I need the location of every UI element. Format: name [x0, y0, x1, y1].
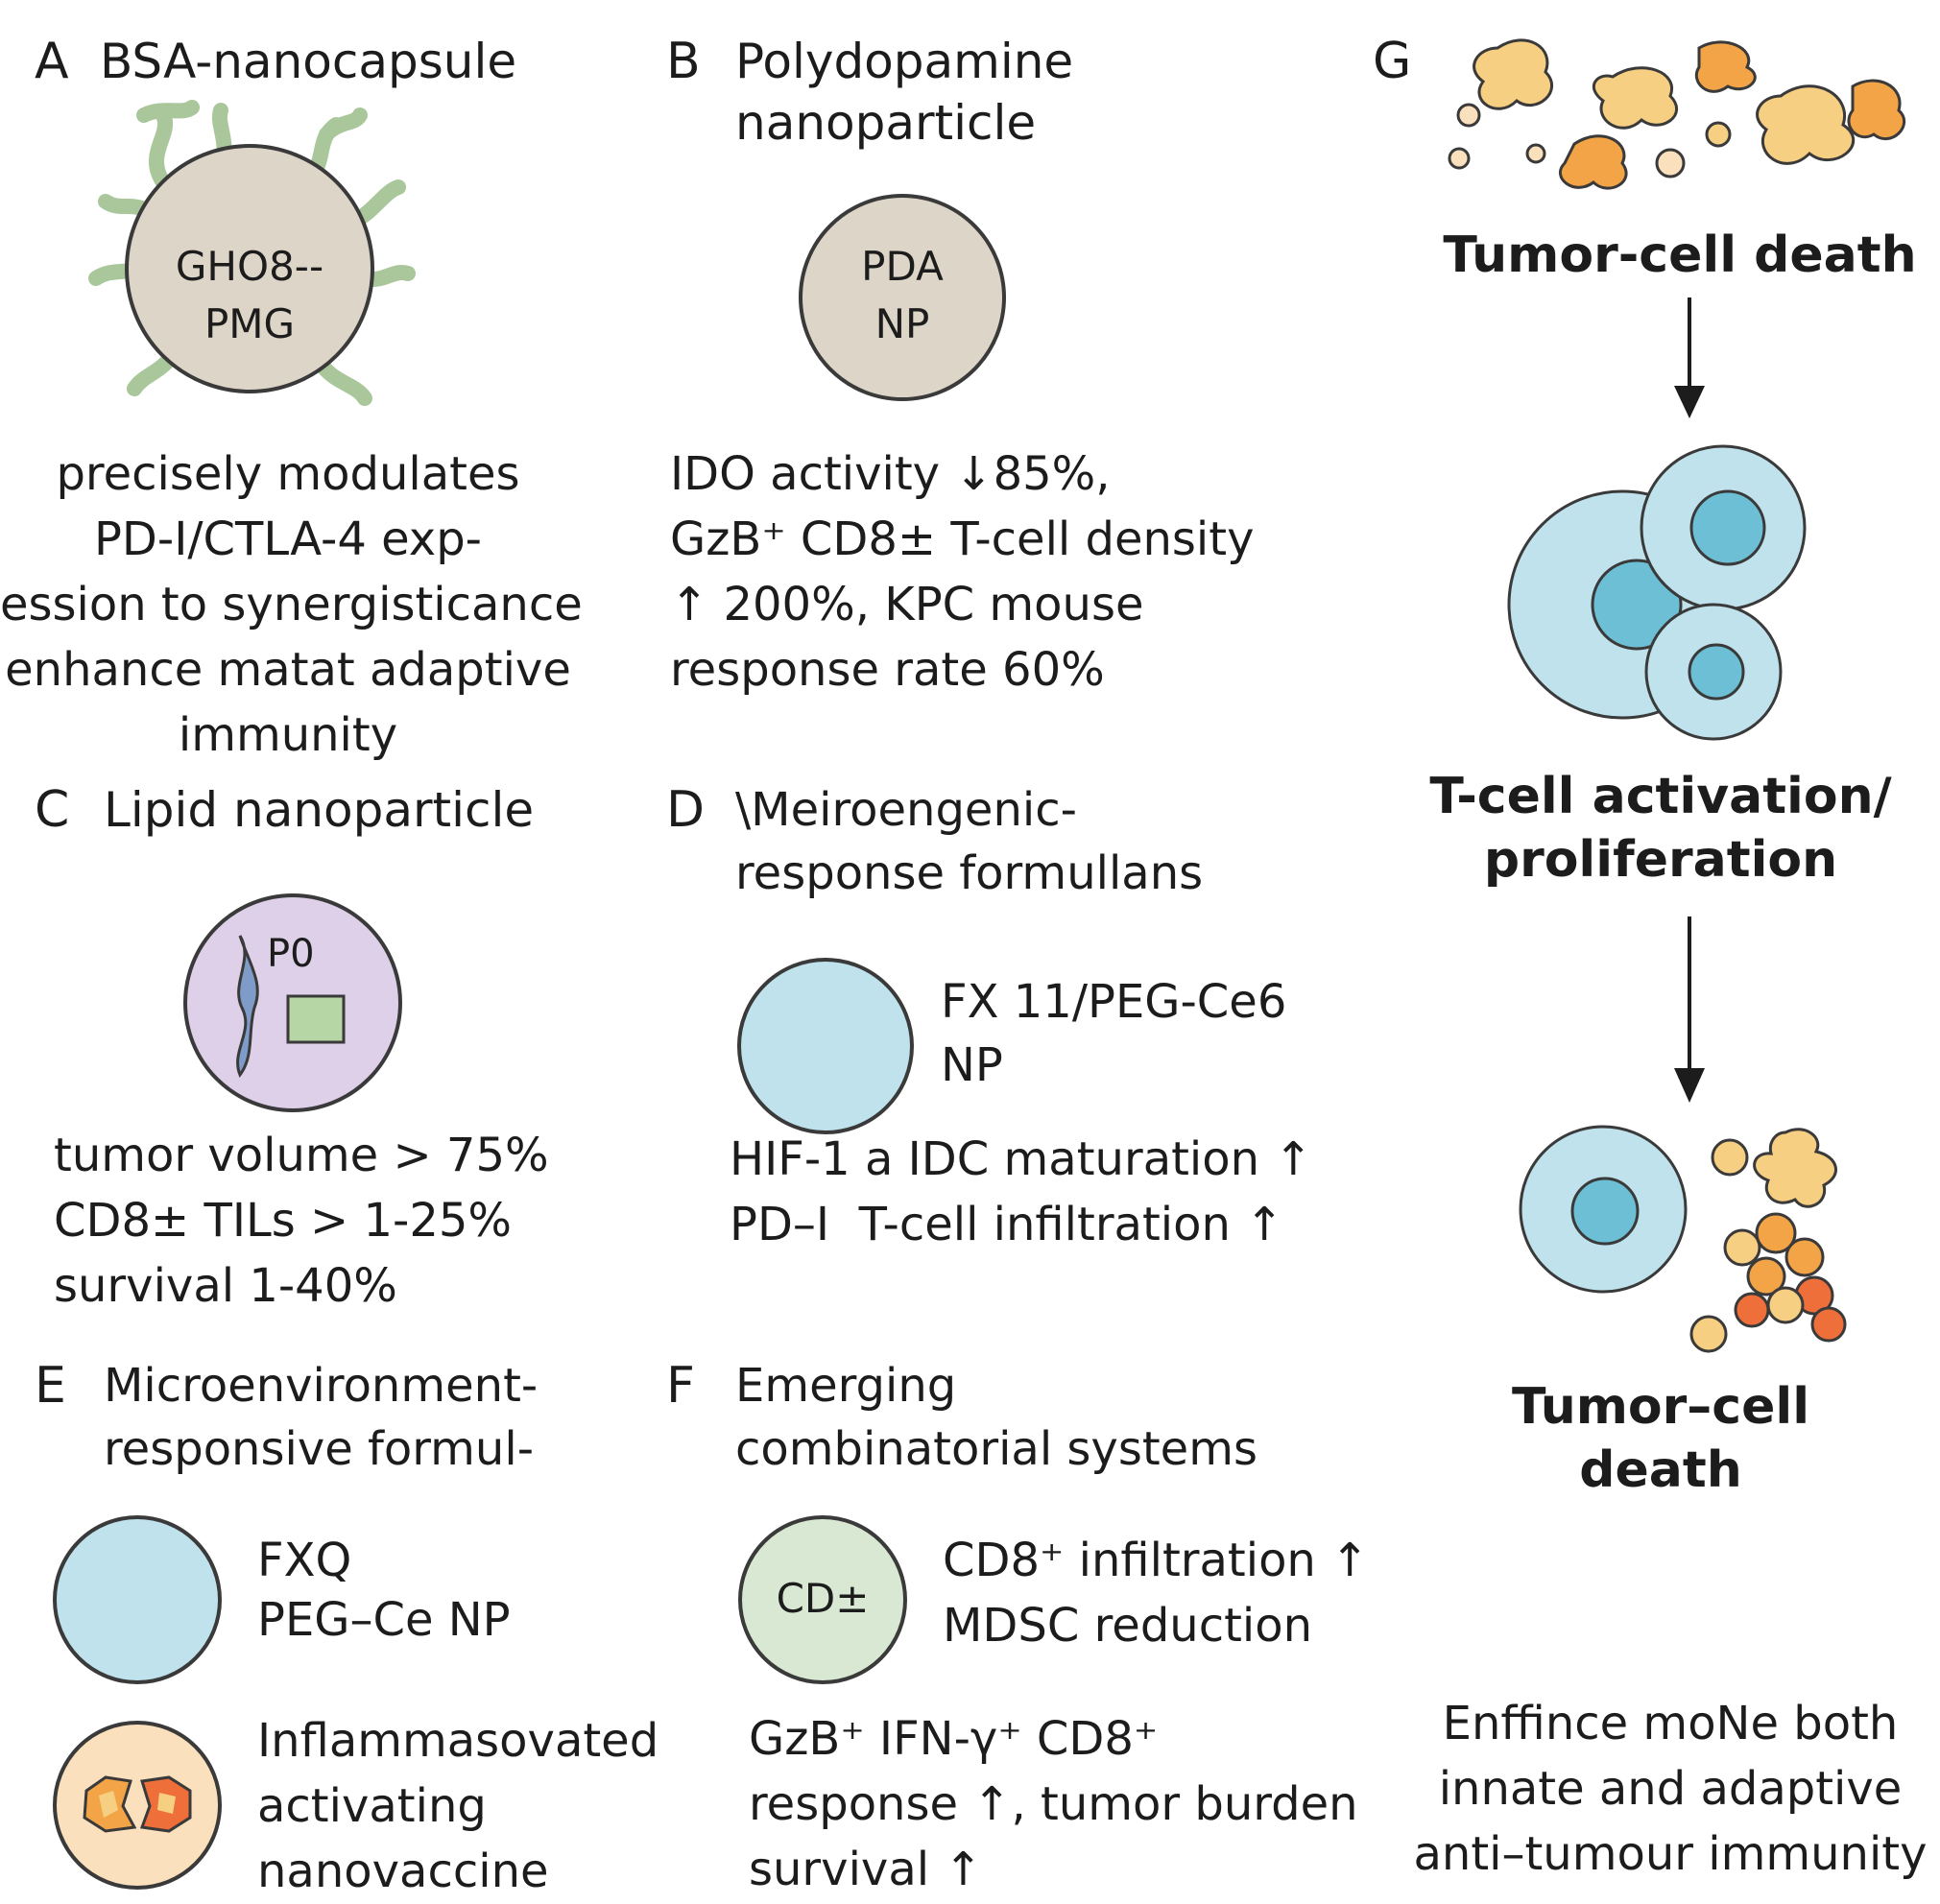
panel-f-particle-label: CD± — [776, 1575, 870, 1622]
panel-a-title: BSA-nanocapsule — [100, 34, 517, 89]
panel-e-item2-label-line2: activating — [257, 1779, 487, 1833]
panel-g-step2-line2: proliferation — [1483, 831, 1838, 889]
panel-a-particle-line2: PMG — [204, 300, 296, 347]
cd8-particle — [738, 1515, 907, 1684]
bsa-nanocapsule-illustration — [88, 100, 416, 406]
dying-tumor-fragment-icon — [1753, 1128, 1837, 1208]
panel-f-letter: F — [666, 1357, 695, 1415]
bsa-nanocapsule-particle — [125, 144, 374, 393]
nanovaccine-particle — [53, 1721, 222, 1890]
panel-b-letter: B — [666, 33, 701, 90]
panel-a-desc-line2: PD-I/CTLA-4 exp- — [93, 512, 482, 566]
panel-d-title-line2: response formullans — [735, 846, 1204, 900]
panel-a-letter: A — [35, 33, 69, 90]
pda-nanoparticle-illustration — [799, 194, 1006, 401]
nanovaccine-illustration — [53, 1721, 222, 1890]
panel-b-desc-line2: GzB⁺ CD8± T-cell density — [670, 512, 1255, 566]
panel-g-step3-line1: Tumor–cell — [1511, 1378, 1810, 1436]
panel-f-desc-line3: survival ↑ — [749, 1843, 983, 1896]
panel-g-step1: Tumor-cell death — [1443, 226, 1917, 284]
panel-g-letter: G — [1373, 33, 1412, 90]
panel-e-item2-label-line3: nanovaccine — [257, 1844, 549, 1898]
panel-f-desc-line2: response ↑, tumor burden — [749, 1777, 1358, 1831]
panel-e-item2-label-line1: Inflammasovated — [257, 1714, 659, 1768]
panel-d-particle-label-line2: NP — [941, 1038, 1003, 1092]
arrow-down-icon-2 — [1674, 916, 1705, 1103]
panel-d-desc-line2: PD–I T-cell infiltration ↑ — [730, 1198, 1284, 1251]
cargo-strand-icon — [236, 935, 259, 1079]
panel-a-particle-line1: GHO8-- — [175, 243, 324, 290]
panel-a-desc-line3: ession to synergisticance — [0, 578, 583, 631]
panel-b-desc-line4: response rate 60% — [670, 643, 1105, 697]
fx11-nanoparticle-illustration — [737, 958, 914, 1134]
panel-f-side-label-line1: CD8⁺ infiltration ↑ — [943, 1534, 1370, 1587]
fxq-peg-ce-nanoparticle — [53, 1515, 222, 1684]
panel-e-title-line2: responsive formul- — [104, 1422, 535, 1476]
panel-f-side-label-line2: MDSC reduction — [943, 1599, 1313, 1653]
panel-d-desc-line1: HIF-1 a IDC maturation ↑ — [730, 1132, 1313, 1186]
panel-e-letter: E — [35, 1357, 66, 1415]
cargo-block-icon — [286, 994, 346, 1044]
arrow-down-icon — [1674, 298, 1705, 418]
panel-d-particle-label-line1: FX 11/PEG-Ce6 — [941, 975, 1287, 1029]
t-cell-cluster-illustration — [1507, 444, 1807, 741]
panel-c-desc-line1: tumor volume > 75% — [54, 1129, 549, 1182]
panel-g-step3-line2: death — [1579, 1441, 1742, 1499]
panel-a-desc-line1: precisely modulates — [56, 447, 520, 501]
panel-g-summary-line1: Enffince moNe both — [1442, 1697, 1899, 1750]
panel-b-title-line2: nanoparticle — [735, 95, 1037, 151]
pda-nanoparticle — [799, 194, 1006, 401]
panel-f-title-line2: combinatorial systems — [735, 1422, 1257, 1476]
panel-c-title: Lipid nanoparticle — [104, 782, 535, 838]
panel-b-desc-line1: IDO activity ↓85%, — [670, 447, 1111, 501]
tumor-fragment-icon — [1473, 38, 1553, 110]
panel-e-title-line1: Microenvironment- — [104, 1359, 539, 1413]
panel-f-title-line1: Emerging — [735, 1359, 957, 1413]
panel-d-title-line1: \Meiroengenic- — [735, 783, 1077, 837]
panel-b-title-line1: Polydopamine — [735, 34, 1074, 89]
tumor-cell-death-illustration — [1519, 1125, 1847, 1353]
panel-a-desc-line5: immunity — [178, 708, 398, 762]
panel-c-desc-line2: CD8± TILs > 1-25% — [54, 1194, 512, 1248]
panel-d-letter: D — [666, 781, 706, 839]
panel-e-item1-label-line2: PEG–Ce NP — [257, 1593, 511, 1647]
lipid-nanoparticle-illustration — [183, 893, 402, 1112]
panel-b-desc-line3: ↑ 200%, KPC mouse — [670, 578, 1144, 631]
panel-g-summary-line3: anti–tumour immunity — [1413, 1827, 1928, 1881]
cd8-particle-illustration — [738, 1515, 907, 1684]
panel-g-summary-line2: innate and adaptive — [1438, 1762, 1903, 1816]
panel-b-particle-line2: NP — [874, 300, 930, 347]
panel-e-item1-label-line1: FXQ — [257, 1534, 352, 1587]
panel-c-desc-line3: survival 1-40% — [54, 1259, 397, 1313]
panel-a-desc-line4: enhance matat adaptive — [5, 643, 571, 697]
panel-f-desc-line1: GzB⁺ IFN-γ⁺ CD8⁺ — [749, 1712, 1159, 1766]
fxq-nanoparticle-illustration — [53, 1515, 222, 1684]
panel-c-letter: C — [35, 781, 70, 839]
tumor-debris-illustration — [1448, 38, 1906, 190]
panel-g-step2-line1: T-cell activation/ — [1429, 768, 1892, 825]
panel-b-particle-line1: PDA — [861, 243, 944, 290]
panel-c-particle-label: P0 — [267, 932, 315, 976]
fx11-peg-ce6-nanoparticle — [737, 958, 914, 1134]
